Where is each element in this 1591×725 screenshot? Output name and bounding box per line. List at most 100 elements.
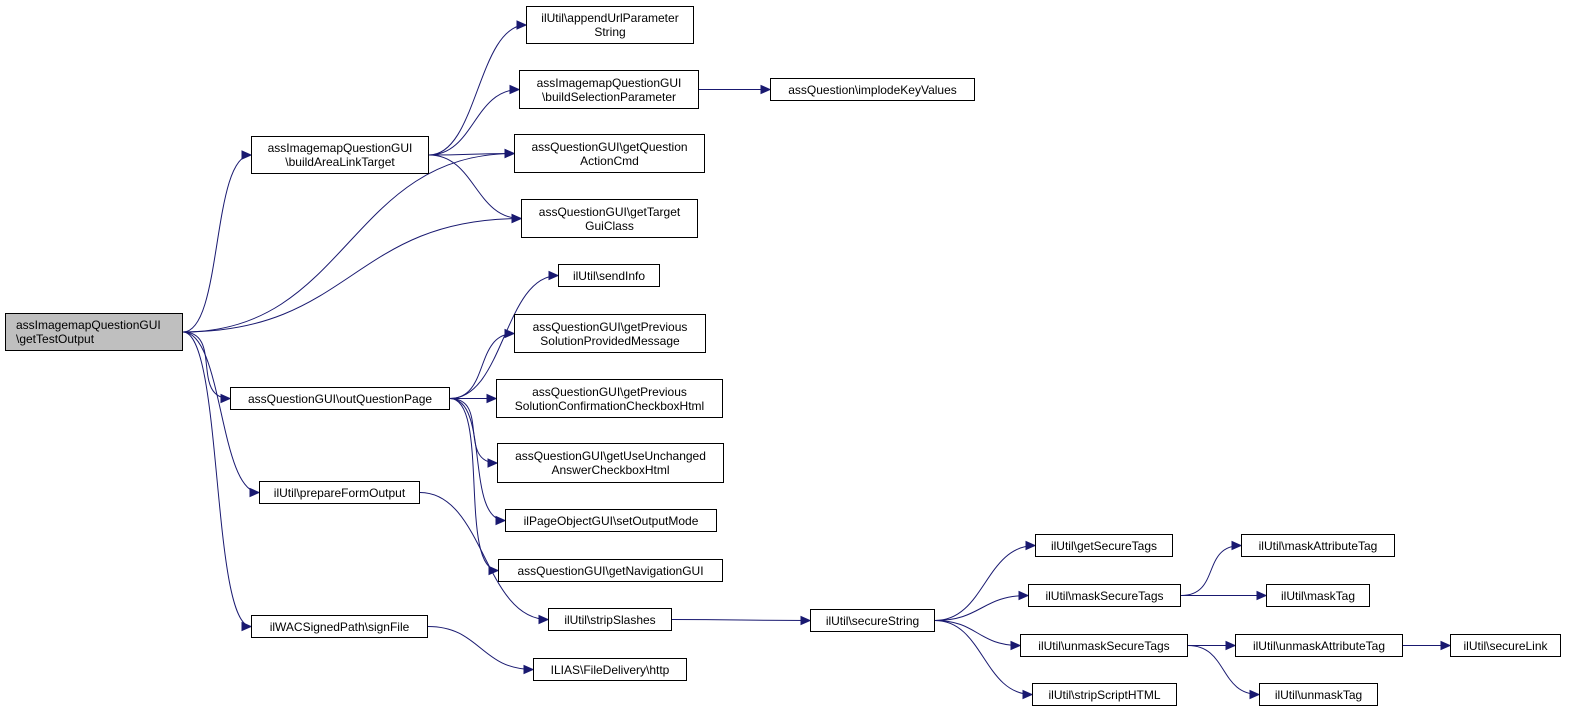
node-label-line1: assImagemapQuestionGUI bbox=[16, 318, 161, 332]
edge-arrowhead bbox=[249, 487, 261, 498]
node-label-line1: ilUtil\secureLink bbox=[1463, 638, 1548, 653]
node-label-line1: ilUtil\stripSlashes bbox=[564, 612, 656, 627]
edge-maskSecureTags-to-maskAttributeTag bbox=[1180, 545, 1242, 596]
edge-prepareFormOutput-to-stripSlashes bbox=[419, 492, 549, 620]
node-getQuestionActionCmd[interactable]: assQuestionGUI\getQuestion ActionCmd bbox=[514, 134, 705, 173]
edge-buildAreaLinkTarget-to-getTargetGuiClass bbox=[428, 154, 522, 219]
node-buildSelectionParameter[interactable]: assImagemapQuestionGUI \buildSelectionPa… bbox=[519, 70, 699, 109]
node-label-line2: GuiClass bbox=[585, 218, 634, 233]
edge-arrowhead bbox=[504, 328, 516, 339]
edge-arrowhead bbox=[1025, 540, 1037, 551]
edge-arrowhead bbox=[1022, 689, 1034, 700]
node-label-line1: assQuestionGUI\getQuestion bbox=[531, 139, 688, 154]
edge-buildAreaLinkTarget-to-getQuestionActionCmd bbox=[428, 153, 515, 156]
node-appendUrlParameterString[interactable]: ilUtil\appendUrlParameter String bbox=[526, 6, 694, 44]
edge-arrowhead bbox=[538, 614, 550, 625]
node-maskTag[interactable]: ilUtil\maskTag bbox=[1266, 584, 1370, 607]
node-unmaskTag[interactable]: ilUtil\unmaskTag bbox=[1259, 683, 1378, 706]
node-label-line2: SolutionConfirmationCheckboxHtml bbox=[514, 398, 705, 413]
node-label-line1: assQuestionGUI\getPrevious bbox=[532, 319, 688, 334]
node-label-line2: \buildAreaLinkTarget bbox=[285, 155, 395, 169]
node-label-line1: ilUtil\secureString bbox=[825, 613, 920, 628]
node-label-line1: assQuestionGUI\getPrevious bbox=[532, 384, 687, 399]
edge-stripSlashes-to-secureString bbox=[671, 619, 811, 621]
node-label-line1: assQuestionGUI\getTarget bbox=[538, 204, 681, 219]
node-buildAreaLinkTarget[interactable]: assImagemapQuestionGUI \buildAreaLinkTar… bbox=[251, 136, 429, 174]
edge-arrowhead bbox=[1249, 689, 1261, 700]
node-label-line1: ILIAS\FileDelivery\http bbox=[550, 662, 670, 677]
edge-outQuestionPage-to-getNavigationGUI bbox=[449, 398, 499, 571]
edge-outQuestionPage-to-setOutputMode bbox=[449, 398, 506, 521]
edge-arrowhead bbox=[509, 84, 521, 95]
node-unmaskSecureTags[interactable]: ilUtil\unmaskSecureTags bbox=[1020, 634, 1188, 657]
node-label-line2: SolutionProvidedMessage bbox=[540, 333, 680, 348]
node-outQuestionPage[interactable]: assQuestionGUI\outQuestionPage bbox=[230, 387, 450, 410]
edge-arrowhead bbox=[1256, 590, 1268, 601]
node-label-line2: String bbox=[594, 25, 626, 39]
node-label-line1: assQuestionGUI\outQuestionPage bbox=[247, 391, 433, 406]
node-getPreviousSolutionConfirmationCheckboxHtml[interactable]: assQuestionGUI\getPrevious SolutionConfi… bbox=[496, 379, 723, 418]
node-getTestOutput[interactable]: assImagemapQuestionGUI \getTestOutput bbox=[5, 313, 183, 351]
node-label-line1: ilUtil\prepareFormOutput bbox=[273, 485, 406, 500]
node-label-line1: assImagemapQuestionGUI bbox=[536, 75, 682, 90]
node-label-line2: AnswerCheckboxHtml bbox=[551, 463, 670, 477]
edge-arrowhead bbox=[1225, 640, 1237, 651]
node-label-line1: assQuestionGUI\getNavigationGUI bbox=[517, 563, 704, 578]
edge-arrowhead bbox=[1018, 590, 1030, 601]
node-label-line1: ilUtil\maskSecureTags bbox=[1045, 588, 1164, 603]
node-label-line1: ilUtil\unmaskAttributeTag bbox=[1252, 638, 1386, 653]
edge-arrowhead bbox=[504, 148, 516, 159]
edge-secureString-to-stripScriptHTML bbox=[934, 620, 1033, 695]
edge-arrowhead bbox=[1440, 640, 1452, 651]
edge-arrowhead bbox=[1010, 640, 1022, 651]
node-maskAttributeTag[interactable]: ilUtil\maskAttributeTag bbox=[1241, 534, 1395, 557]
node-unmaskAttributeTag[interactable]: ilUtil\unmaskAttributeTag bbox=[1235, 634, 1403, 657]
node-label-line1: assQuestionGUI\getUseUnchanged bbox=[515, 449, 706, 463]
node-implodeKeyValues[interactable]: assQuestion\implodeKeyValues bbox=[770, 78, 975, 101]
node-label-line1: ilUtil\unmaskTag bbox=[1274, 687, 1363, 702]
node-sendInfo[interactable]: ilUtil\sendInfo bbox=[558, 264, 660, 287]
node-http[interactable]: ILIAS\FileDelivery\http bbox=[533, 658, 687, 681]
edge-secureString-to-maskSecureTags bbox=[934, 595, 1029, 621]
edge-arrowhead bbox=[487, 458, 499, 468]
edge-getTestOutput-to-buildAreaLinkTarget bbox=[182, 154, 252, 333]
edge-outQuestionPage-to-getPreviousSolutionProvidedMessage bbox=[449, 333, 515, 399]
edge-arrowhead bbox=[760, 84, 772, 95]
node-label-line1: ilPageObjectGUI\setOutputMode bbox=[523, 513, 699, 528]
edge-arrowhead bbox=[516, 20, 528, 30]
edge-secureString-to-unmaskSecureTags bbox=[934, 620, 1021, 646]
edge-arrowhead bbox=[511, 213, 523, 224]
node-stripSlashes[interactable]: ilUtil\stripSlashes bbox=[548, 608, 672, 631]
edge-arrowhead bbox=[488, 565, 500, 576]
node-label-line1: ilUtil\maskTag bbox=[1280, 588, 1355, 603]
edge-outQuestionPage-to-sendInfo bbox=[449, 275, 559, 399]
node-label-line1: ilUtil\maskAttributeTag bbox=[1258, 538, 1378, 553]
node-label-line1: assQuestion\implodeKeyValues bbox=[788, 82, 957, 97]
edge-buildAreaLinkTarget-to-appendUrlParameterString bbox=[428, 24, 527, 156]
node-label-line1: ilUtil\appendUrlParameter bbox=[541, 11, 679, 25]
node-secureLink[interactable]: ilUtil\secureLink bbox=[1450, 634, 1561, 657]
edge-arrowhead bbox=[241, 621, 253, 632]
edge-arrowhead bbox=[800, 615, 812, 626]
node-prepareFormOutput[interactable]: ilUtil\prepareFormOutput bbox=[259, 481, 420, 504]
node-setOutputMode[interactable]: ilPageObjectGUI\setOutputMode bbox=[505, 509, 717, 532]
edge-getTestOutput-to-getQuestionActionCmd bbox=[182, 153, 515, 333]
node-getPreviousSolutionProvidedMessage[interactable]: assQuestionGUI\getPrevious SolutionProvi… bbox=[514, 314, 706, 353]
node-signFile[interactable]: ilWACSignedPath\signFile bbox=[251, 615, 428, 638]
node-getNavigationGUI[interactable]: assQuestionGUI\getNavigationGUI bbox=[498, 559, 723, 582]
node-getSecureTags[interactable]: ilUtil\getSecureTags bbox=[1035, 534, 1173, 557]
edge-getTestOutput-to-outQuestionPage bbox=[182, 331, 231, 399]
edge-arrowhead bbox=[495, 515, 507, 526]
node-getUseUnchangedAnswerCheckboxHtml[interactable]: assQuestionGUI\getUseUnchanged AnswerChe… bbox=[497, 443, 724, 483]
edge-arrowhead bbox=[1231, 540, 1243, 551]
edge-arrowhead bbox=[241, 150, 253, 160]
node-label-line1: ilWACSignedPath\signFile bbox=[269, 619, 410, 634]
edge-secureString-to-getSecureTags bbox=[934, 545, 1036, 621]
node-stripScriptHTML[interactable]: ilUtil\stripScriptHTML bbox=[1032, 683, 1177, 706]
edge-signFile-to-http bbox=[427, 626, 534, 670]
node-getTargetGuiClass[interactable]: assQuestionGUI\getTarget GuiClass bbox=[521, 199, 698, 238]
node-secureString[interactable]: ilUtil\secureString bbox=[810, 609, 935, 632]
edge-getTestOutput-to-prepareFormOutput bbox=[182, 331, 260, 493]
node-maskSecureTags[interactable]: ilUtil\maskSecureTags bbox=[1028, 584, 1181, 607]
